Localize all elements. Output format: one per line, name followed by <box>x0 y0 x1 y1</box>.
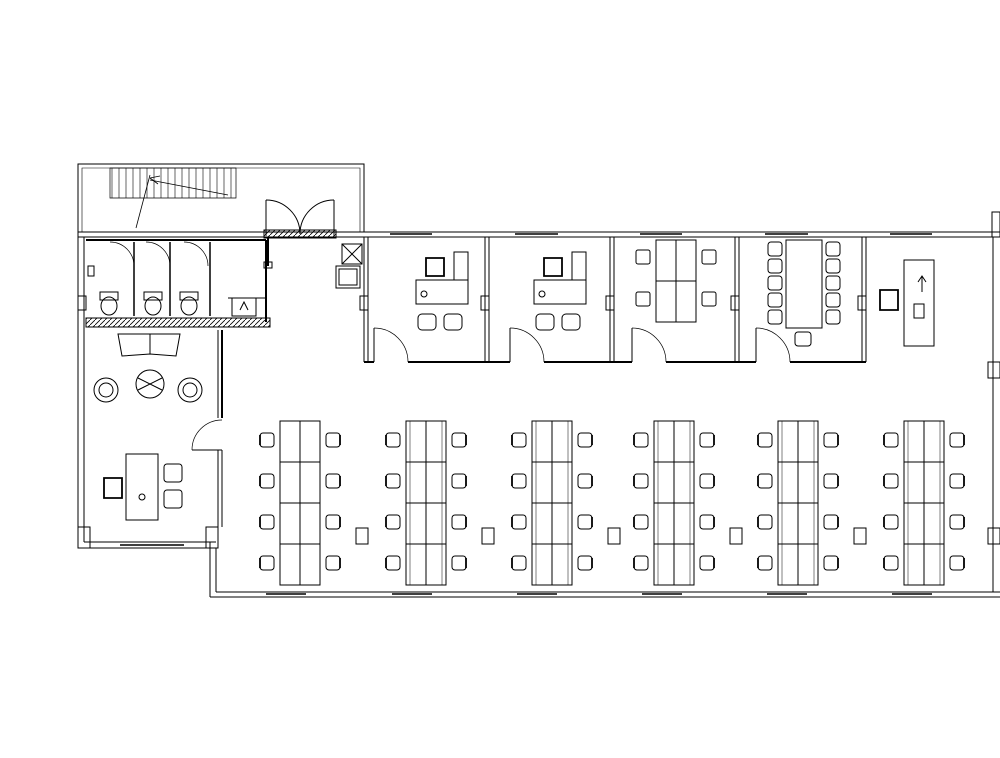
chair-icon <box>512 433 526 447</box>
chair-icon <box>386 433 400 447</box>
cabinet <box>608 528 620 544</box>
restrooms <box>86 240 270 327</box>
office-2 <box>534 252 586 330</box>
stairwell <box>110 168 236 228</box>
chair-icon <box>884 515 898 529</box>
exterior-walls <box>78 164 1000 597</box>
workstation-cluster <box>386 421 494 585</box>
chair-icon <box>634 556 648 570</box>
chair-icon <box>758 515 772 529</box>
chair-icon <box>512 474 526 488</box>
chair-icon <box>578 474 592 488</box>
chair-icon <box>768 293 782 307</box>
chair-icon <box>700 474 714 488</box>
chair-icon <box>758 556 772 570</box>
chair-icon <box>260 433 274 447</box>
chair-icon <box>386 515 400 529</box>
chair-icon <box>326 474 340 488</box>
chair-icon <box>700 515 714 529</box>
chair-icon <box>824 474 838 488</box>
chair-icon <box>884 433 898 447</box>
chair-icon <box>950 515 964 529</box>
workstation-cluster <box>884 421 964 585</box>
chair-icon <box>950 474 964 488</box>
meeting-room-large <box>768 240 840 346</box>
chair-icon <box>260 474 274 488</box>
chair-icon <box>826 242 840 256</box>
chair-icon <box>452 433 466 447</box>
chair-icon <box>826 276 840 290</box>
chair-icon <box>824 433 838 447</box>
workstation-cluster <box>634 421 742 585</box>
windows <box>120 234 932 594</box>
chair-icon <box>824 556 838 570</box>
partitions <box>192 237 866 527</box>
chair-icon <box>386 474 400 488</box>
chair-icon <box>326 556 340 570</box>
chair-icon <box>768 276 782 290</box>
open-workspace <box>260 421 964 585</box>
chair-icon <box>768 242 782 256</box>
cabinet <box>356 528 368 544</box>
workstation-cluster <box>260 421 368 585</box>
chair-icon <box>758 433 772 447</box>
cabinet <box>854 528 866 544</box>
chair-icon <box>326 433 340 447</box>
manager-office <box>104 454 182 520</box>
chair-icon <box>950 433 964 447</box>
toilet-icon <box>100 292 118 315</box>
cabinet <box>730 528 742 544</box>
chair-icon <box>826 310 840 324</box>
chair-icon <box>768 310 782 324</box>
lounge <box>94 334 202 402</box>
chair-icon <box>758 474 772 488</box>
chair-icon <box>452 556 466 570</box>
chair-icon <box>700 556 714 570</box>
chair-icon <box>326 515 340 529</box>
chair-icon <box>452 515 466 529</box>
chair-icon <box>884 474 898 488</box>
chair-icon <box>512 556 526 570</box>
chair-icon <box>826 293 840 307</box>
chair-icon <box>824 515 838 529</box>
chair-icon <box>578 515 592 529</box>
chair-icon <box>386 556 400 570</box>
meeting-room-small <box>636 240 716 322</box>
toilet-icon <box>180 292 198 315</box>
shaft <box>336 244 362 288</box>
chair-icon <box>578 433 592 447</box>
chair-icon <box>260 556 274 570</box>
executive-office <box>880 260 934 346</box>
workstation-cluster <box>512 421 620 585</box>
chair-icon <box>260 515 274 529</box>
chair-icon <box>634 433 648 447</box>
chair-icon <box>826 259 840 273</box>
cabinet <box>482 528 494 544</box>
office-1 <box>416 252 468 330</box>
chair-icon <box>578 556 592 570</box>
chair-icon <box>768 259 782 273</box>
chair-icon <box>452 474 466 488</box>
chair-icon <box>634 474 648 488</box>
chair-icon <box>634 515 648 529</box>
toilet-icon <box>144 292 162 315</box>
chair-icon <box>950 556 964 570</box>
entrance-double-door <box>264 200 336 268</box>
chair-icon <box>700 433 714 447</box>
chair-icon <box>512 515 526 529</box>
chair-icon <box>884 556 898 570</box>
workstation-cluster <box>758 421 866 585</box>
